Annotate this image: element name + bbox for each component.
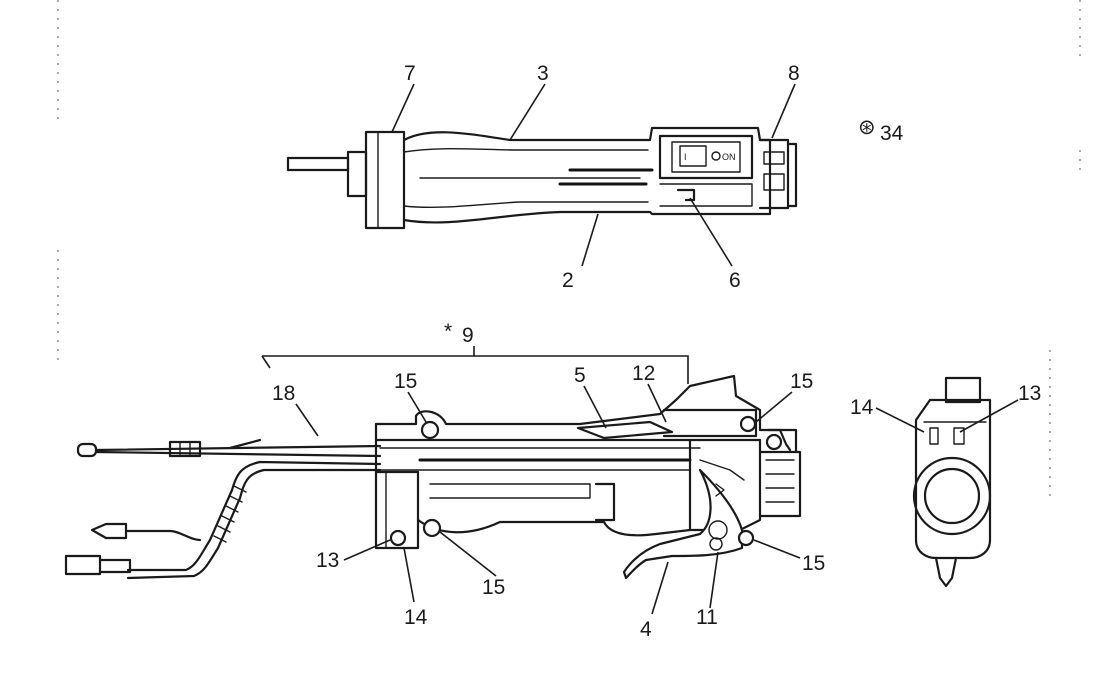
label-14-side: 14: [404, 606, 428, 629]
cable-bundle: [64, 438, 382, 580]
end-view-grip: [912, 376, 992, 588]
label-15-top-right: 15: [790, 370, 813, 393]
end-view-leaders: [875, 399, 1019, 433]
label-18: 18: [272, 382, 295, 405]
label-9: 9: [462, 324, 474, 347]
label-12: 12: [632, 362, 655, 385]
label-2: 2: [562, 269, 574, 292]
assembly-9-bracket: [261, 346, 689, 384]
side-view-leaders: [295, 383, 801, 615]
side-view-grip: [374, 374, 802, 580]
switch-off-mark: I: [684, 152, 687, 162]
label-13-end: 13: [1018, 382, 1041, 405]
label-8: 8: [788, 62, 800, 85]
scan-artifacts: [57, 0, 1081, 500]
label-3: 3: [537, 62, 549, 85]
label-15-top-left: 15: [394, 370, 417, 393]
asterisk-marker: *: [444, 320, 452, 343]
label-5: 5: [574, 364, 586, 387]
label-11: 11: [696, 606, 718, 629]
top-view-grip: I ON: [286, 126, 798, 230]
label-15-bottom-left: 15: [482, 576, 505, 599]
label-6: 6: [729, 269, 741, 292]
switch-on-mark: ON: [722, 152, 736, 162]
label-4: 4: [640, 618, 652, 641]
label-15-bottom-right: 15: [802, 552, 825, 575]
label-13-side: 13: [316, 549, 339, 572]
label-34: 34: [880, 122, 904, 145]
label-14-end: 14: [850, 396, 874, 419]
top-view-leaders: [391, 83, 796, 267]
label-7: 7: [404, 62, 416, 85]
circled-asterisk-marker: ⊛: [858, 116, 876, 139]
